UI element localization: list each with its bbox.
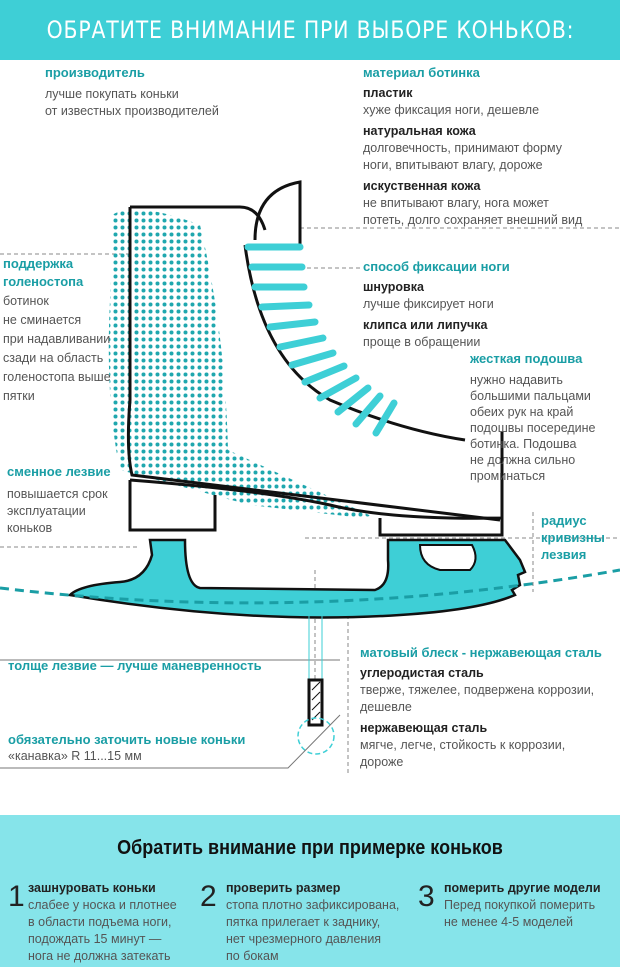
step-text: слабее у носка и плотнее в области подъе… — [28, 898, 177, 963]
material-text: не впитывают влагу, нога может потеть, д… — [363, 196, 583, 227]
blade-section — [0, 609, 341, 769]
ankle-dots — [108, 209, 380, 520]
step-text: Перед покупкой померить не менее 4-5 мод… — [444, 898, 596, 929]
material-title: материал ботинка — [363, 65, 480, 80]
step-text: стопа плотно зафиксирована, пятка прилег… — [226, 898, 400, 963]
page-title: Обратите внимание при выборе коньков: — [46, 16, 574, 44]
fixation-name: клипса или липучка — [363, 318, 488, 332]
manufacturer-title: производитель — [45, 65, 145, 80]
radius-title: радиус кривизны лезвия — [541, 513, 605, 562]
fixation-section: способ фиксации ноги шнуровка лучше фикс… — [363, 258, 510, 351]
manufacturer-text: лучше покупать коньки от известных произ… — [45, 87, 219, 118]
sole-title: жесткая подошва — [470, 351, 583, 366]
fixation-text: лучше фиксирует ноги — [363, 297, 494, 311]
sharpen-title: обязательно заточить новые коньки — [8, 732, 246, 747]
blade-title: сменное лезвие — [7, 464, 111, 479]
material-name: натуральная кожа — [363, 124, 476, 138]
steel-section: матовый блеск - нержавеющая сталь углеро… — [360, 644, 602, 771]
steel-name: нержавеющая сталь — [360, 721, 488, 735]
fixation-title: способ фиксации ноги — [363, 259, 510, 274]
fixation-text: проще в обращении — [363, 335, 481, 349]
material-section: материал ботинка пластик хуже фиксация н… — [363, 64, 582, 229]
fixation-name: шнуровка — [363, 280, 424, 294]
ankle-text: ботинок не сминается при надавливании сз… — [3, 294, 111, 403]
header-banner: Обратите внимание при выборе коньков: — [0, 0, 620, 60]
step-title: померить другие модели — [444, 881, 601, 895]
ankle-title: поддержка голеностопа — [3, 256, 84, 289]
step-number: 1 — [8, 880, 25, 913]
material-text: долговечность, принимают форму ноги, впи… — [363, 141, 562, 172]
steel-text: мягче, легче, стойкость к коррозии, доро… — [360, 738, 566, 769]
sharpen-text: «канавка» R 11...15 мм — [8, 749, 142, 763]
material-name: искуственная кожа — [363, 179, 481, 193]
steel-name: углеродистая сталь — [360, 666, 484, 680]
fitting-title: Обратить внимание при примерке коньков — [117, 837, 503, 859]
fitting-section — [0, 815, 620, 967]
step-title: проверить размер — [226, 881, 341, 895]
material-name: пластик — [363, 86, 413, 100]
blade-text: повышается срок эксплуатации коньков — [7, 487, 108, 535]
steel-title: матовый блеск - нержавеющая сталь — [360, 645, 602, 660]
step-title: зашнуровать коньки — [28, 881, 156, 895]
steel-text: тверже, тяжелее, подвержена коррозии, де… — [360, 683, 595, 714]
step-number: 2 — [200, 880, 217, 913]
blade — [67, 538, 527, 619]
lace-hooks — [244, 243, 398, 437]
boot — [126, 180, 504, 537]
sole-text: нужно надавить большими пальцами обеих р… — [470, 373, 596, 483]
step-number: 3 — [418, 880, 435, 913]
material-text: хуже фиксация ноги, дешевле — [363, 103, 540, 117]
thickness-title: толще лезвие — лучше маневренность — [8, 658, 262, 673]
